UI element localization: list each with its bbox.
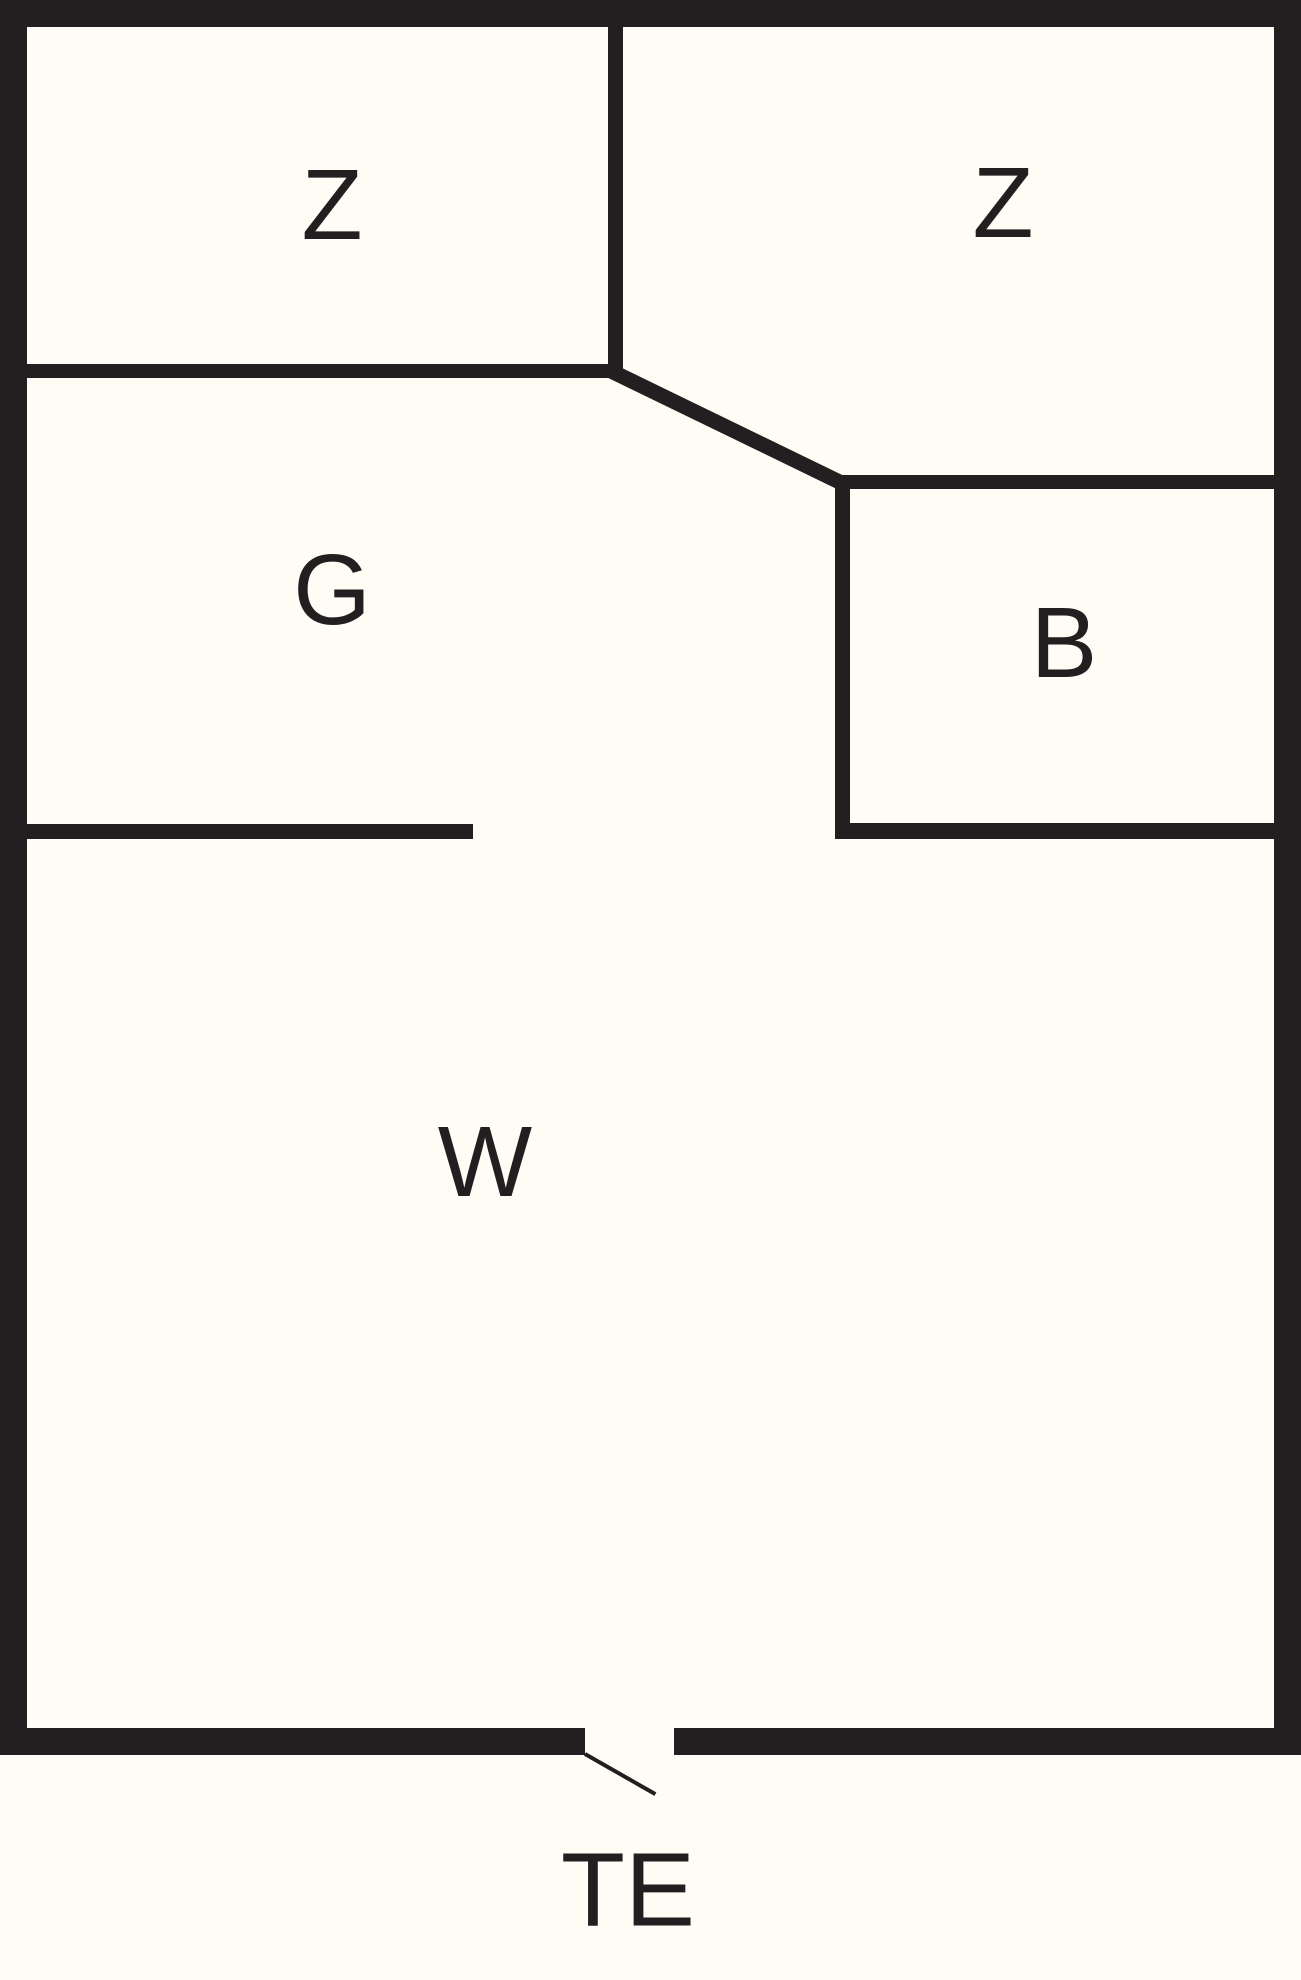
room-g-bottom-wall: [27, 824, 473, 839]
room-label-z-left: Z: [301, 149, 363, 261]
z-rooms-divider-wall: [608, 27, 623, 378]
room-b-left-wall: [835, 475, 850, 839]
entrance-leader-line: [584, 1752, 657, 1796]
z-left-bottom-wall: [27, 364, 622, 378]
room-label-z-right: Z: [972, 147, 1034, 259]
outer-wall-top: [0, 0, 1301, 27]
room-label-b: B: [1030, 587, 1098, 699]
room-b-top-wall: [835, 475, 1274, 489]
outer-wall-left: [0, 0, 27, 1755]
diagonal-wall: [606, 363, 849, 492]
outer-wall-bottom-right-segment: [674, 1728, 1301, 1755]
outer-wall-right: [1274, 0, 1301, 1755]
room-label-g: G: [293, 534, 371, 646]
room-label-w: W: [437, 1106, 533, 1218]
outer-wall-bottom-left-segment: [0, 1728, 585, 1755]
room-b-bottom-wall: [835, 823, 1274, 839]
entrance-label: TE: [560, 1831, 696, 1949]
